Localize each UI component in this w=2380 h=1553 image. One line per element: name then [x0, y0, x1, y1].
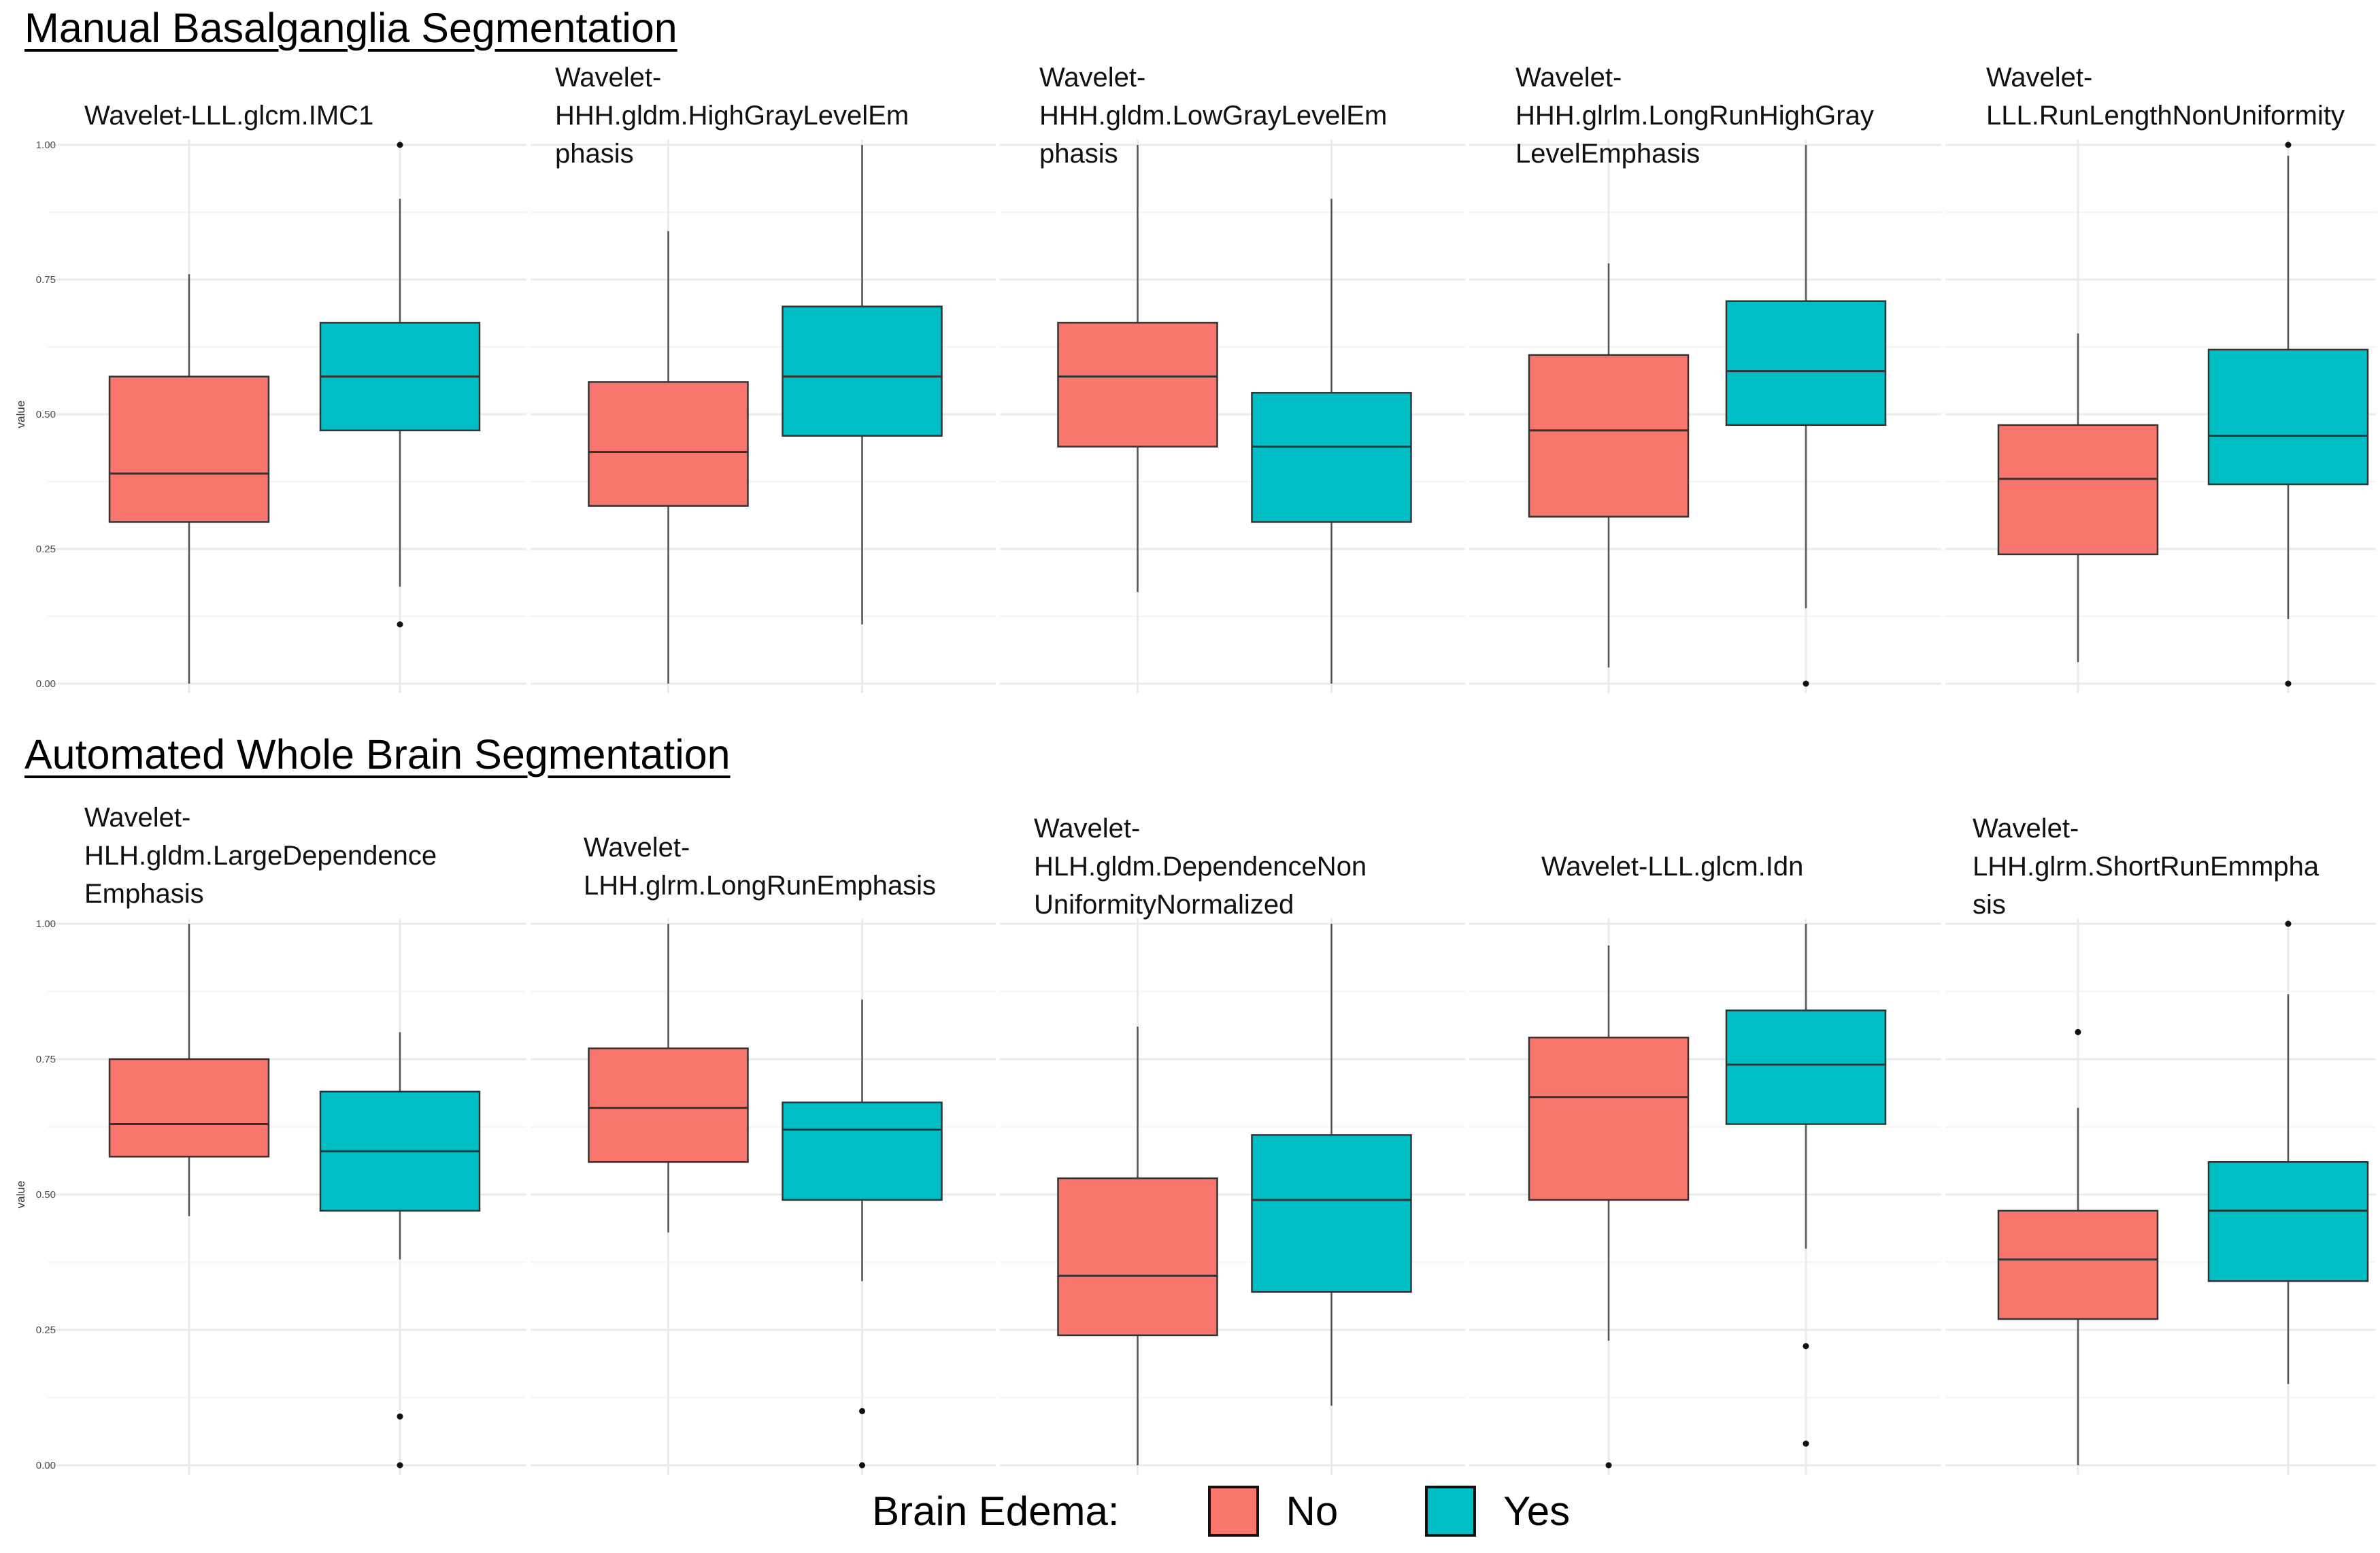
legend-key-yes [1425, 1485, 1477, 1537]
box-no [1997, 1209, 2159, 1320]
panel-title: Wavelet- HHH.gldm.HighGrayLevelEm phasis [555, 63, 909, 169]
y-tick-label: 0.75 [36, 274, 56, 286]
box-no [1057, 1177, 1218, 1337]
outlier-point-yes [1803, 680, 1809, 687]
box-yes [1725, 1009, 1887, 1125]
box-yes [1251, 392, 1412, 523]
box-no [1528, 1036, 1690, 1201]
y-tick-label: 0.50 [36, 1189, 56, 1201]
y-tick-label: 0.25 [36, 544, 56, 555]
legend-key-no [1207, 1485, 1259, 1537]
outlier-point-yes [397, 1413, 403, 1420]
outlier-point-yes [2285, 920, 2292, 927]
box-no [1057, 322, 1218, 448]
panel-title: Wavelet-LLL.glcm.IMC1 [84, 101, 374, 131]
y-tick-label: 1.00 [36, 918, 56, 930]
y-tick-label: 0.00 [36, 678, 56, 690]
outlier-point-yes [397, 621, 403, 628]
box-no [108, 375, 270, 523]
y-tick-label: 0.50 [36, 409, 56, 420]
section-title-manual: Manual Basalganglia Segmentation [24, 5, 677, 51]
outlier-point-yes [1803, 1440, 1809, 1447]
panel-title: Wavelet-LLL.glcm.Idn [1541, 852, 1804, 882]
panel-title: Wavelet- HHH.glrlm.LongRunHighGray Level… [1515, 63, 1874, 169]
panel-title: Wavelet- HHH.gldm.LowGrayLevelEm phasis [1039, 63, 1388, 169]
outlier-point-yes [397, 141, 403, 148]
legend-label-yes: Yes [1503, 1488, 1571, 1534]
box-yes [782, 1101, 943, 1201]
box-no [1528, 354, 1690, 518]
y-tick-label: 1.00 [36, 139, 56, 151]
panel-title: Wavelet- LLL.RunLengthNonUniformity [1986, 63, 2345, 131]
box-no [588, 1047, 749, 1163]
panel-title: Wavelet- HLH.gldm.DependenceNon Uniformi… [1034, 814, 1367, 920]
legend-label-no: No [1286, 1488, 1339, 1534]
panel-title: Wavelet- LHH.glrm.LongRunEmphasis [584, 833, 937, 901]
outlier-point-yes [1803, 1343, 1809, 1350]
box-yes [2207, 348, 2369, 486]
box-yes [1251, 1134, 1412, 1293]
outlier-point-yes [2285, 141, 2292, 148]
box-yes [2207, 1160, 2369, 1282]
y-axis-label: value [14, 401, 27, 429]
outlier-point-no [1605, 1462, 1612, 1469]
y-axis-label: value [14, 1181, 27, 1209]
outlier-point-no [2075, 1029, 2081, 1035]
box-no [1997, 424, 2159, 556]
outlier-point-yes [859, 1407, 865, 1414]
legend: Brain Edema: No Yes [872, 1480, 1657, 1541]
box-no [588, 381, 749, 507]
box-no [108, 1058, 270, 1158]
section-title-automated: Automated Whole Brain Segmentation [24, 731, 731, 778]
legend-title: Brain Edema: [872, 1488, 1120, 1534]
panel-title: Wavelet- HLH.gldm.LargeDependence Emphas… [84, 803, 437, 909]
box-yes [782, 305, 943, 437]
y-tick-label: 0.75 [36, 1054, 56, 1065]
outlier-point-yes [859, 1462, 865, 1469]
outlier-point-yes [397, 1462, 403, 1469]
y-tick-label: 0.25 [36, 1324, 56, 1336]
box-yes [1725, 300, 1887, 427]
y-tick-label: 0.00 [36, 1460, 56, 1471]
panel-title: Wavelet- LHH.glrm.ShortRunEmmpha sis [1973, 814, 2319, 920]
outlier-point-yes [2285, 680, 2292, 687]
